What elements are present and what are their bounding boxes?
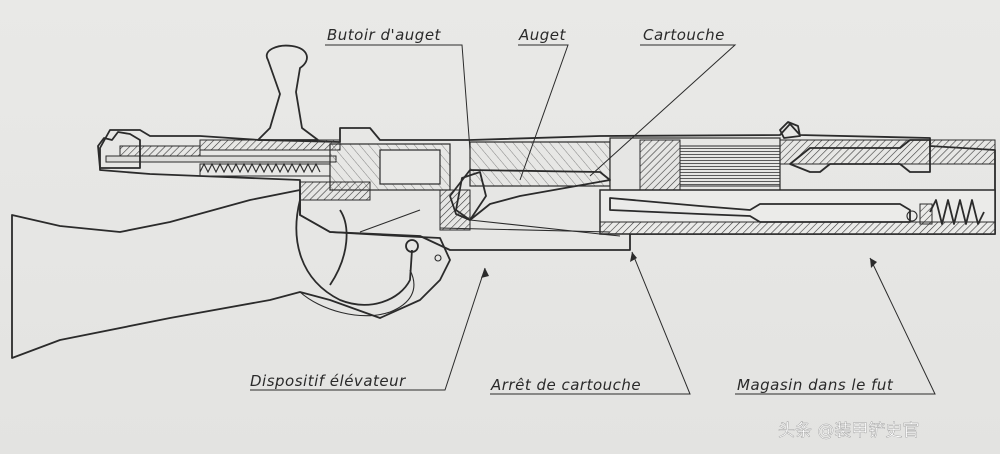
label-elevateur: Dispositif élévateur [250,372,406,390]
label-auget: Auget [518,26,567,44]
tube-magazine [599,189,996,235]
label-butoir: Butoir d'auget [327,26,442,44]
cocking-piece [97,131,141,169]
watermark-text: 头条 @装甲铲史官 [778,421,919,441]
label-cartouche: Cartouche [643,26,725,44]
leader-lines [250,44,936,395]
rifle-stock [11,189,451,359]
label-arret: Arrêt de cartouche [490,376,641,394]
label-magasin: Magasin dans le fut [737,376,894,394]
barrel [469,121,996,195]
cartridge-elevator [439,169,621,237]
trigger-group [295,199,442,306]
bolt-handle [257,44,319,141]
